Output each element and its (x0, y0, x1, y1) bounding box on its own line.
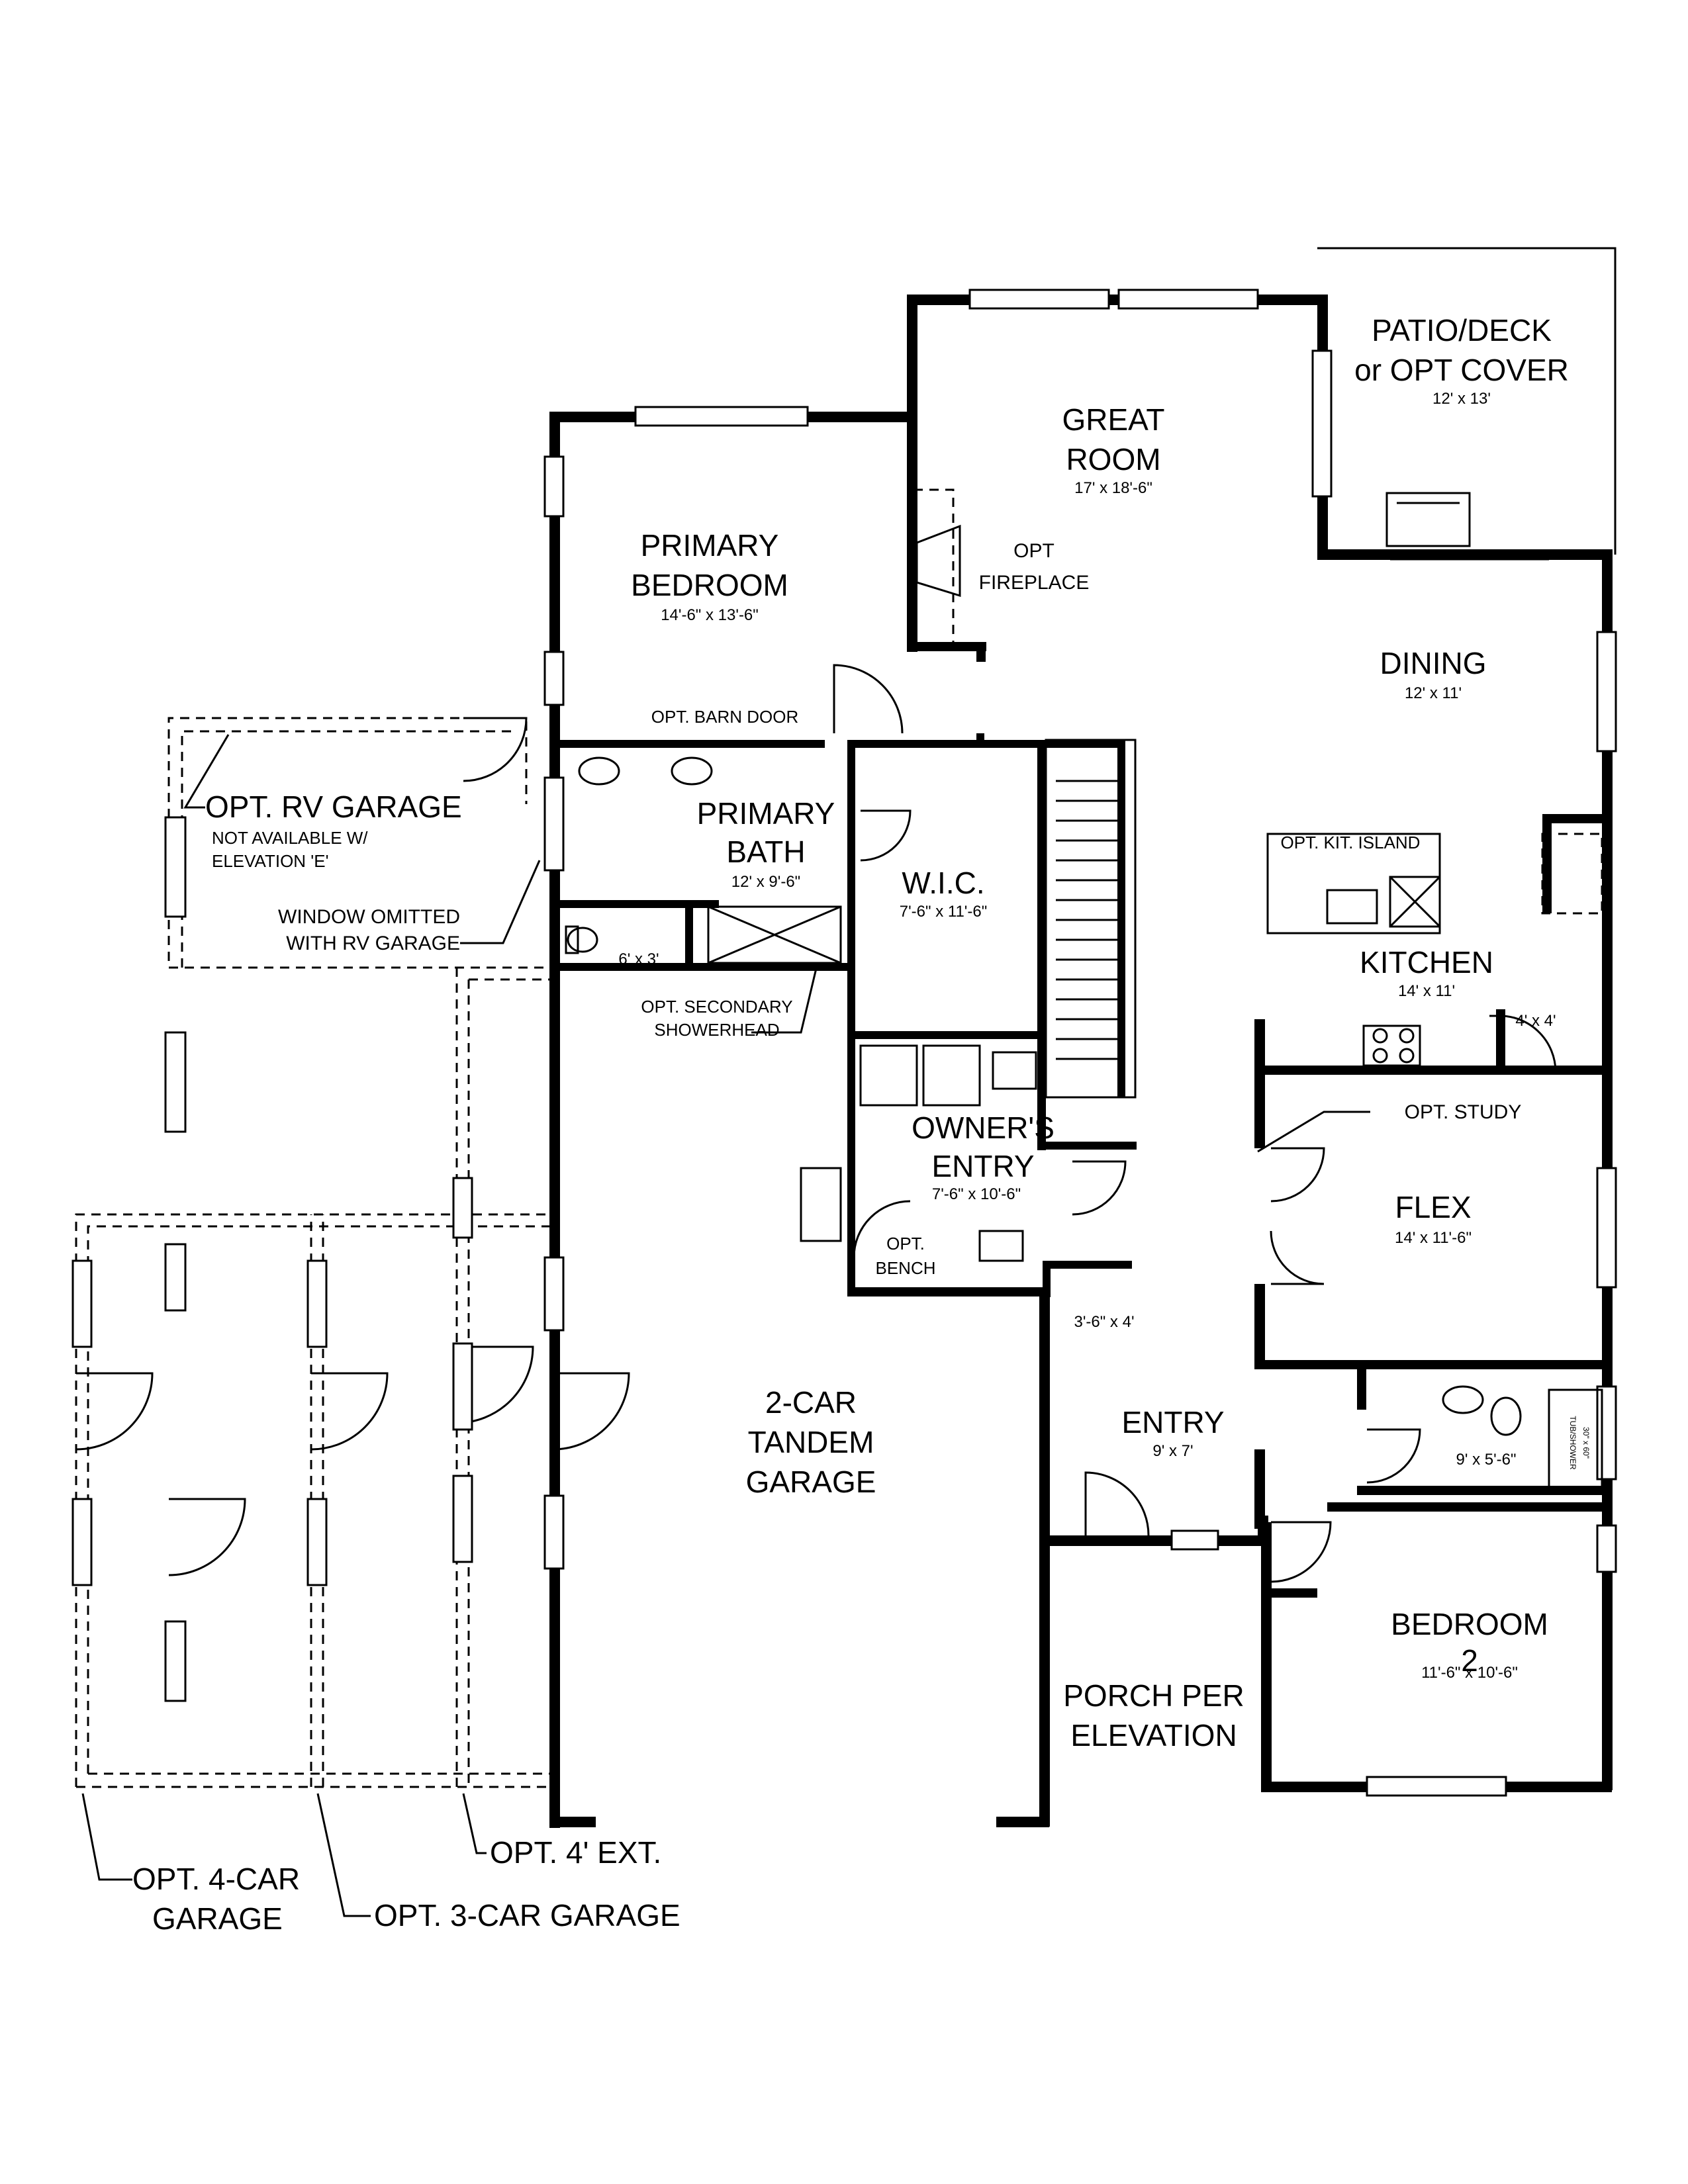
rv-garage-note-line1: NOT AVAILABLE W/ (212, 828, 368, 848)
interior-walls (560, 642, 1609, 1598)
patio-outline (1317, 247, 1617, 561)
garage-line3: GARAGE (746, 1465, 876, 1499)
four-car-line2: GARAGE (152, 1901, 283, 1936)
opt-fireplace-line1: OPT (1013, 540, 1055, 562)
wic-dims: 7'-6" x 11'-6" (900, 903, 987, 921)
owners-entry-name-line2: ENTRY (931, 1149, 1034, 1183)
great-room-name-line1: GREAT (1062, 402, 1164, 437)
rv-garage-note-line2: ELEVATION 'E' (212, 851, 329, 871)
bath2-tub-label: TUB/SHOWER (1568, 1416, 1577, 1470)
garage-line1: 2-CAR (765, 1385, 857, 1420)
garage-line2: TANDEM (748, 1425, 874, 1459)
primary-bath-dims: 12' x 9'-6" (731, 873, 800, 891)
patio-dims: 12' x 13' (1432, 390, 1491, 408)
leader-lines (81, 734, 1370, 1917)
exterior-walls (549, 295, 1613, 1828)
entry-name: ENTRY (1121, 1405, 1224, 1439)
dining-name: DINING (1380, 646, 1487, 680)
callout-labels: OPT. RV GARAGE NOT AVAILABLE W/ ELEVATIO… (132, 790, 680, 1936)
rv-garage-title: OPT. RV GARAGE (205, 790, 462, 824)
kitchen-name: KITCHEN (1360, 945, 1493, 979)
patio-name-line2: or OPT COVER (1354, 353, 1569, 387)
room-labels: PATIO/DECK or OPT COVER 12' x 13' GREAT … (618, 313, 1591, 1752)
primary-bath-name-line1: PRIMARY (697, 796, 835, 831)
fireplace (914, 488, 961, 645)
windows (543, 289, 1617, 1797)
kit-island-label: OPT. KIT. ISLAND (1281, 833, 1421, 852)
window-omitted-line1: WINDOW OMITTED (278, 906, 460, 928)
bedroom2-name-line2: 2 (1461, 1643, 1478, 1678)
primary-bedroom-name-line2: BEDROOM (631, 568, 788, 602)
barn-door-label: OPT. BARN DOOR (651, 707, 798, 727)
bedroom2-name-line1: BEDROOM (1391, 1607, 1548, 1641)
optional-garage-outlines (71, 717, 630, 1788)
doors (800, 664, 1557, 1583)
four-car-line1: OPT. 4-CAR (132, 1862, 300, 1896)
three-car-label: OPT. 3-CAR GARAGE (374, 1898, 680, 1933)
porch-name-line1: PORCH PER (1063, 1678, 1244, 1713)
fixtures (565, 756, 1603, 1494)
pantry-dims: 4' x 4' (1515, 1012, 1556, 1030)
patio-name-line1: PATIO/DECK (1372, 313, 1552, 347)
opt-bench-line1: OPT. (886, 1234, 925, 1253)
ext-label: OPT. 4' EXT. (490, 1835, 661, 1870)
dining-dims: 12' x 11' (1405, 684, 1462, 702)
wic-name: W.I.C. (902, 866, 984, 900)
porch-name-line2: ELEVATION (1070, 1718, 1237, 1752)
kitchen-dims: 14' x 11' (1398, 982, 1455, 1000)
primary-bath-name-line2: BATH (726, 835, 805, 869)
great-room-dims: 17' x 18'-6" (1074, 479, 1152, 497)
window-omitted-line2: WITH RV GARAGE (286, 933, 460, 954)
bath2-tub-size: 30" x 60" (1581, 1427, 1591, 1459)
bedroom2-dims: 11'-6" x 10'-6" (1421, 1664, 1518, 1682)
opt-fireplace-line2: FIREPLACE (979, 572, 1090, 594)
opt-bench-line2: BENCH (875, 1258, 935, 1278)
owners-entry-name-line1: OWNER'S (912, 1111, 1055, 1145)
great-room-name-line2: ROOM (1066, 442, 1160, 477)
secondary-showerhead-line1: OPT. SECONDARY (641, 997, 792, 1017)
entry-dims: 9' x 7' (1152, 1442, 1193, 1460)
closet-dims: 3'-6" x 4' (1074, 1313, 1134, 1331)
primary-bedroom-dims: 14'-6" x 13'-6" (661, 606, 759, 624)
opt-study-label: OPT. STUDY (1405, 1101, 1522, 1123)
owners-entry-dims: 7'-6" x 10'-6" (932, 1185, 1021, 1203)
primary-bedroom-name-line1: PRIMARY (641, 528, 779, 563)
secondary-showerhead-line2: SHOWERHEAD (654, 1020, 779, 1040)
flex-name: FLEX (1395, 1190, 1471, 1224)
stairs (1045, 739, 1137, 1099)
bath2-dims: 9' x 5'-6" (1456, 1451, 1516, 1469)
wc-dims: 6' x 3' (618, 950, 659, 968)
flex-dims: 14' x 11'-6" (1395, 1229, 1472, 1247)
